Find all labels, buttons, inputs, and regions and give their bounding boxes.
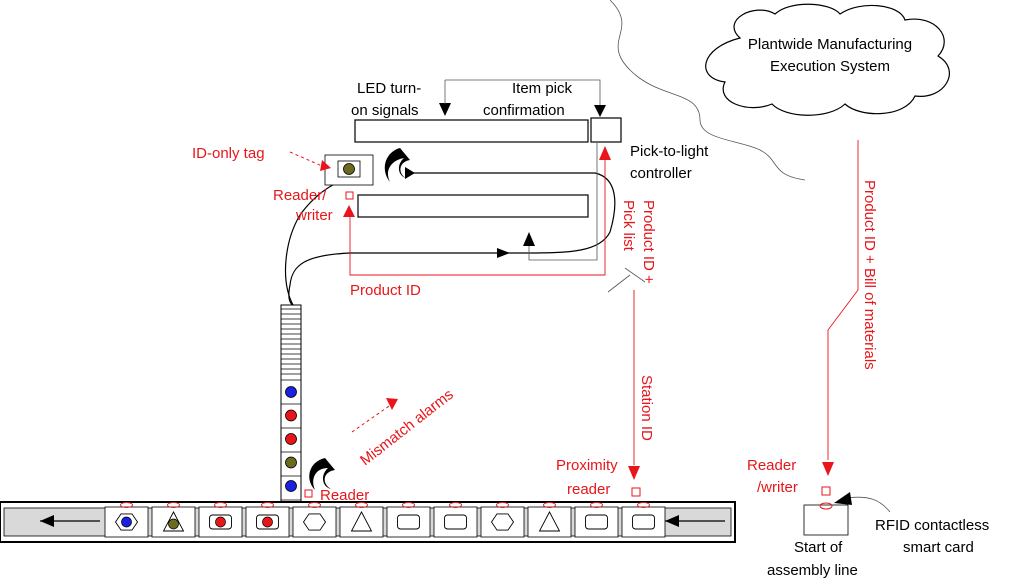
column-part-dot bbox=[285, 456, 297, 469]
proximity-label-line2: reader bbox=[567, 481, 610, 498]
conveyor-slot bbox=[621, 502, 666, 538]
block-part-icon bbox=[444, 514, 467, 530]
mes-cloud: Plantwide Manufacturing Execution System bbox=[705, 3, 950, 116]
conveyor-slot bbox=[480, 502, 525, 538]
antenna-top-icon bbox=[384, 148, 410, 182]
column-part-dot bbox=[285, 386, 297, 398]
reader-marker bbox=[304, 489, 313, 498]
parts-column bbox=[280, 304, 302, 504]
mismatch-arrow bbox=[351, 403, 393, 433]
wireless-link-1 bbox=[609, 0, 806, 181]
part-dot bbox=[215, 516, 226, 528]
ptl-controller-line1: Pick-to-light bbox=[630, 143, 709, 160]
antenna-bottom-icon bbox=[309, 458, 335, 490]
conveyor-slot bbox=[151, 502, 196, 538]
station-id-label: Station ID bbox=[638, 375, 655, 441]
column-part-dot bbox=[285, 409, 297, 422]
routing-loop bbox=[288, 172, 616, 307]
block-part-icon bbox=[585, 514, 608, 530]
conveyor-slot bbox=[292, 502, 337, 538]
start-label-line1: Start of bbox=[794, 539, 843, 556]
part-dot bbox=[262, 516, 273, 528]
product-id-label: Product ID bbox=[350, 282, 421, 299]
ptl-controller-line2: controller bbox=[630, 165, 692, 182]
mes-title-line2: Execution System bbox=[770, 58, 890, 75]
reader-writer-label-line2: writer bbox=[295, 207, 333, 224]
conveyor-slot bbox=[104, 502, 149, 538]
product-id-pick-line2: Pick list bbox=[620, 200, 637, 252]
part-dot bbox=[121, 516, 132, 528]
triangle-part-icon bbox=[538, 511, 561, 532]
conveyor-slot bbox=[339, 502, 384, 538]
reader-label: Reader bbox=[320, 487, 369, 504]
column-part-dot bbox=[285, 433, 297, 445]
mismatch-alarms-label: Mismatch alarms bbox=[357, 386, 457, 469]
led-label-line1: LED turn- bbox=[357, 80, 421, 97]
wireless-link-2 bbox=[607, 267, 646, 293]
reader-writer-label-line1: Reader/ bbox=[273, 187, 327, 204]
proximity-label-line1: Proximity bbox=[556, 457, 618, 474]
conveyor-slot bbox=[527, 502, 572, 538]
part-dot bbox=[168, 518, 179, 530]
mes-title-line1: Plantwide Manufacturing bbox=[748, 36, 912, 53]
start-reader-marker bbox=[821, 486, 831, 496]
reader-writer-marker bbox=[345, 191, 354, 200]
block-part-icon bbox=[397, 514, 420, 530]
conveyor-belt bbox=[0, 501, 736, 543]
pick-to-light-station bbox=[284, 79, 622, 307]
id-only-tag bbox=[324, 154, 374, 186]
column-part-dot bbox=[285, 480, 297, 492]
hexagon-part-icon bbox=[490, 513, 515, 531]
start-reader-line1: Reader bbox=[747, 457, 796, 474]
item-pick-line2: confirmation bbox=[483, 102, 565, 119]
rfid-label-line1: RFID contactless bbox=[875, 517, 989, 534]
triangle-part-icon bbox=[350, 511, 373, 532]
pick-to-light-controller bbox=[590, 117, 622, 143]
conveyor-slot bbox=[198, 502, 243, 538]
start-reader-line2: /writer bbox=[757, 479, 798, 496]
bill-of-materials-label: Product ID + Bill of materials bbox=[861, 180, 878, 370]
led-label-line2: on signals bbox=[351, 102, 419, 119]
smart-card bbox=[803, 504, 849, 536]
conveyor-slot bbox=[386, 502, 431, 538]
conveyor-slot bbox=[574, 502, 619, 538]
rfid-label-line2: smart card bbox=[903, 539, 974, 556]
id-only-tag-label: ID-only tag bbox=[192, 145, 265, 162]
hexagon-part-icon bbox=[302, 513, 327, 531]
proximity-reader-marker bbox=[631, 487, 641, 497]
block-part-icon bbox=[632, 514, 655, 530]
item-pick-line1: Item pick bbox=[512, 80, 573, 97]
led-bar-bottom bbox=[357, 194, 589, 218]
product-id-pick-line1: Product ID + bbox=[640, 200, 657, 284]
led-bar-top bbox=[354, 119, 589, 143]
conveyor-slot bbox=[245, 502, 290, 538]
start-label-line2: assembly line bbox=[767, 562, 858, 579]
conveyor-slot bbox=[433, 502, 478, 538]
